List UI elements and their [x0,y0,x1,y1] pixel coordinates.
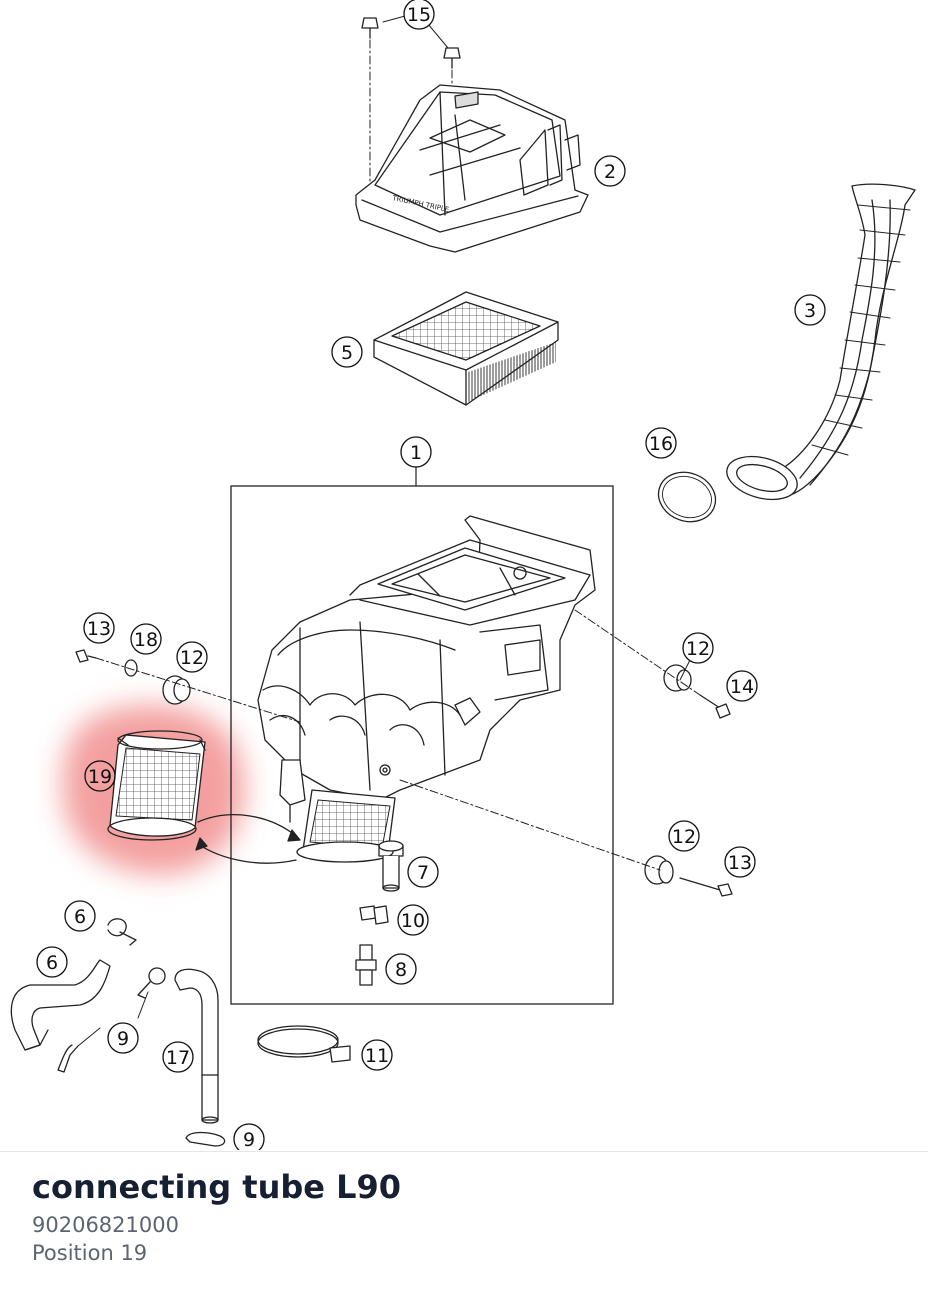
valve-8[interactable] [355,944,377,986]
callout-12-left[interactable]: 12 [176,641,208,673]
svg-text:9: 9 [243,1129,255,1150]
svg-text:13: 13 [728,852,752,874]
svg-text:10: 10 [401,910,425,932]
washer-18[interactable] [124,659,138,677]
hose-clip-9b[interactable] [185,1131,226,1147]
assembly-frame [230,485,614,1005]
screw-15-left[interactable] [361,17,379,39]
intake-snorkel[interactable] [722,183,916,506]
part-info-panel: connecting tube L90 90206821000 Position… [32,1165,908,1267]
callout-17[interactable]: 17 [162,1041,194,1073]
callout-5[interactable]: 5 [331,336,363,368]
svg-text:3: 3 [804,300,816,322]
callout-15[interactable]: 15 [403,0,435,30]
svg-text:2: 2 [604,161,616,183]
screw-15-right[interactable] [443,47,461,69]
callout-19[interactable]: 19 [84,760,116,792]
callout-12-right-upper[interactable]: 12 [682,632,714,664]
part-title: connecting tube L90 [32,1168,402,1206]
svg-text:13: 13 [87,618,111,640]
svg-text:19: 19 [88,766,112,788]
callout-1[interactable]: 1 [400,436,432,468]
gasket-16[interactable] [652,465,723,530]
hose-17[interactable] [174,968,219,1124]
grommet-12-right-upper[interactable] [663,664,692,692]
callout-18[interactable]: 18 [130,623,162,655]
callout-9-bottom[interactable]: 9 [233,1123,265,1150]
svg-text:5: 5 [341,342,353,364]
svg-text:9: 9 [117,1028,129,1050]
grommet-12-right-lower[interactable] [644,855,674,885]
svg-text:8: 8 [395,959,407,981]
part-position: Position 19 [32,1241,148,1265]
callout-6-lower[interactable]: 6 [36,946,68,978]
hose-clip-6[interactable] [107,918,137,946]
svg-text:12: 12 [672,826,696,848]
callout-8[interactable]: 8 [385,953,417,985]
svg-text:11: 11 [365,1045,389,1067]
callout-2[interactable]: 2 [594,155,626,187]
screw-13-right[interactable] [679,877,733,897]
svg-text:14: 14 [730,676,754,698]
svg-text:7: 7 [417,862,429,884]
drain-plug-7[interactable] [378,840,404,892]
airbox-cover[interactable] [355,84,589,253]
svg-text:6: 6 [46,952,58,974]
screw-13-left[interactable] [75,649,97,663]
callout-13-left[interactable]: 13 [83,612,115,644]
callout-14[interactable]: 14 [726,670,758,702]
svg-text:15: 15 [407,4,431,26]
svg-text:1: 1 [410,442,422,464]
screw-14[interactable] [699,694,731,719]
exploded-parts-diagram: TRIUMPH TRIPLE [10,0,916,1150]
callout-7[interactable]: 7 [407,856,439,888]
air-filter[interactable] [373,291,559,406]
callout-16[interactable]: 16 [645,427,677,459]
connecting-tube-19[interactable] [107,730,206,841]
airbox-housing[interactable] [257,515,596,823]
callout-13-right[interactable]: 13 [724,846,756,878]
grommet-12-left[interactable] [162,675,191,705]
callout-3[interactable]: 3 [794,294,826,326]
svg-text:12: 12 [180,647,204,669]
footer-divider [0,1151,928,1152]
svg-text:16: 16 [649,433,673,455]
callout-9-left[interactable]: 9 [107,1022,139,1054]
part-number: 90206821000 [32,1213,179,1237]
fitting-10[interactable] [359,905,389,925]
svg-text:6: 6 [74,906,86,928]
svg-text:18: 18 [134,629,158,651]
callout-11[interactable]: 11 [361,1039,393,1071]
svg-text:17: 17 [166,1047,190,1069]
hose-6[interactable] [10,959,111,1051]
svg-text:12: 12 [686,638,710,660]
callout-6-upper[interactable]: 6 [64,900,96,932]
callout-10[interactable]: 10 [397,904,429,936]
hose-clamp-11[interactable] [257,1025,351,1063]
installed-connecting-tube [296,789,396,863]
callout-12-right-lower[interactable]: 12 [668,820,700,852]
hose-clip-9a[interactable] [57,967,166,1073]
